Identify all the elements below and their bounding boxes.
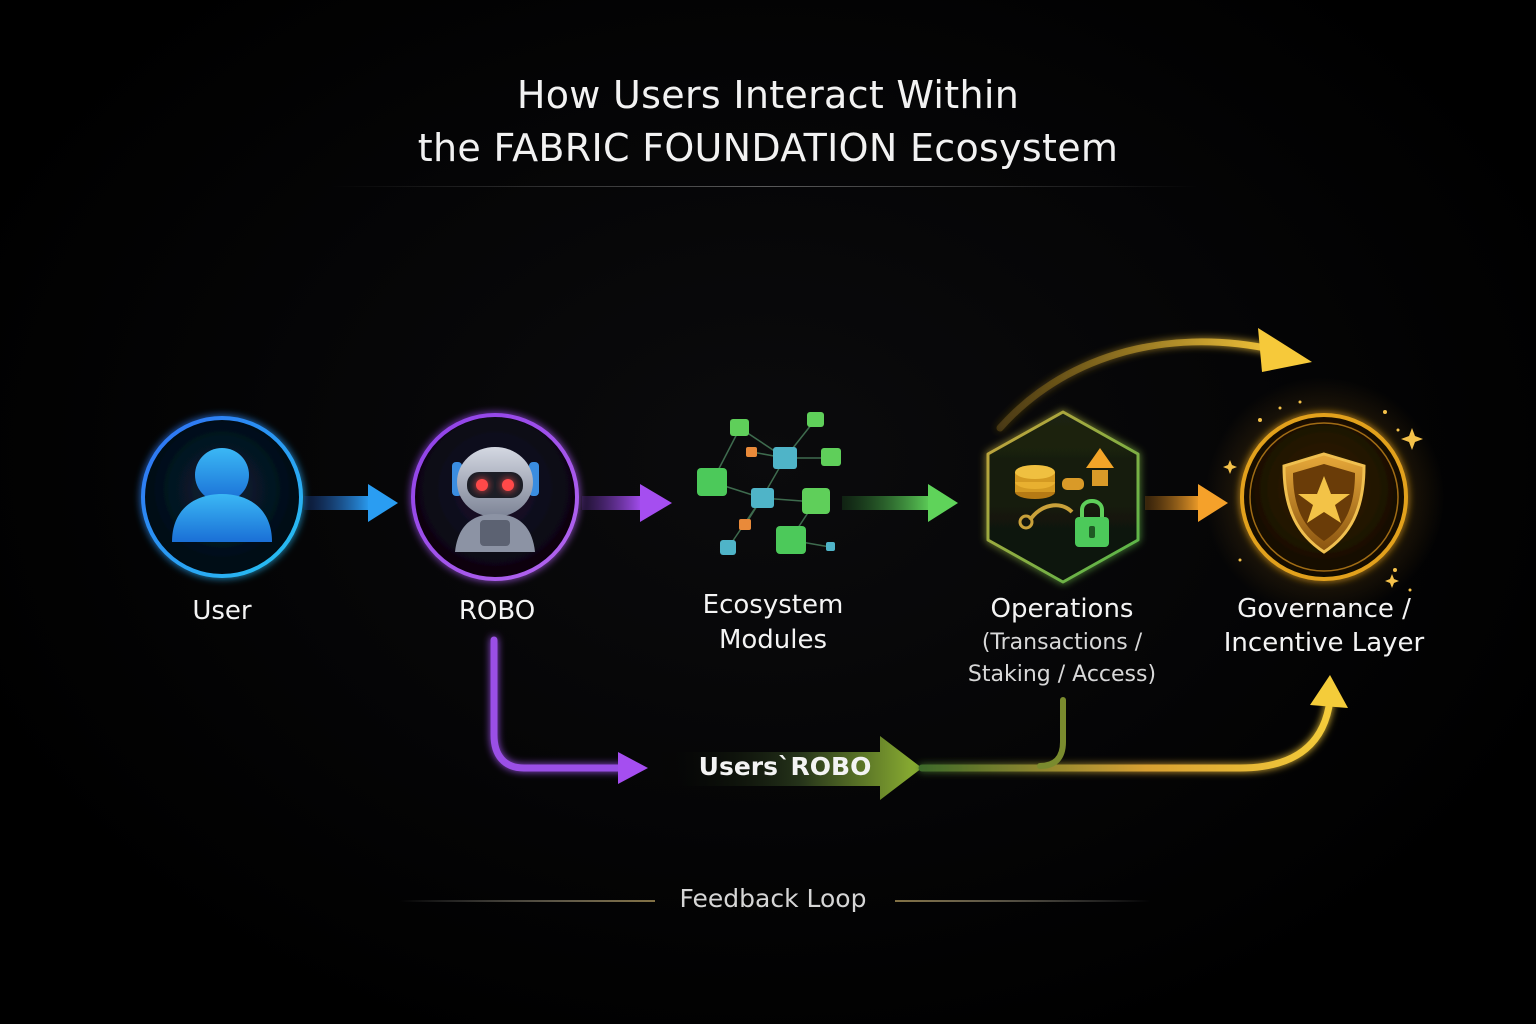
node-label-operations: Operations (990, 594, 1134, 624)
node-sub-operations-line1: (Transactions / (981, 630, 1143, 655)
feedback-loop-left (490, 636, 648, 784)
shield-star-icon (1282, 452, 1366, 554)
operations-node (986, 410, 1140, 584)
robot-icon (452, 447, 539, 552)
node-label-governance-line2: Incentive Layer (1223, 628, 1425, 658)
node-label-governance-line1: Governance / (1237, 594, 1411, 624)
top-arc-arrow (996, 328, 1312, 432)
footer-divider (400, 900, 1150, 902)
robo-node (411, 413, 579, 581)
node-label-user: User (192, 596, 252, 626)
arrow-user-to-robo (304, 484, 398, 522)
modules-node (697, 412, 841, 555)
user-icon (172, 448, 272, 542)
arrow-modules-to-operations (842, 484, 958, 522)
footer-label: Feedback Loop (679, 884, 867, 913)
operations-hexagon-icon (1015, 448, 1114, 547)
title-line-1: How Users Interact Within (516, 73, 1020, 117)
node-label-modules-line1: Ecosystem (702, 590, 844, 620)
user-node (141, 416, 303, 578)
arrow-robo-to-modules (582, 484, 672, 522)
governance-node (1204, 377, 1444, 617)
network-modules-icon (697, 412, 841, 555)
title-line-2: the FABRIC FOUNDATION Ecosystem (417, 126, 1119, 170)
node-label-robo: ROBO (458, 596, 536, 626)
node-sub-operations-line2: Staking / Access) (967, 662, 1157, 687)
loop-pill-label: Users`ROBO (698, 752, 872, 781)
node-label-modules-line2: Modules (718, 625, 828, 655)
feedback-loop-right (918, 675, 1348, 772)
sparkle-icons (1223, 400, 1423, 592)
loop-pill (650, 736, 922, 800)
title-divider (330, 186, 1200, 187)
